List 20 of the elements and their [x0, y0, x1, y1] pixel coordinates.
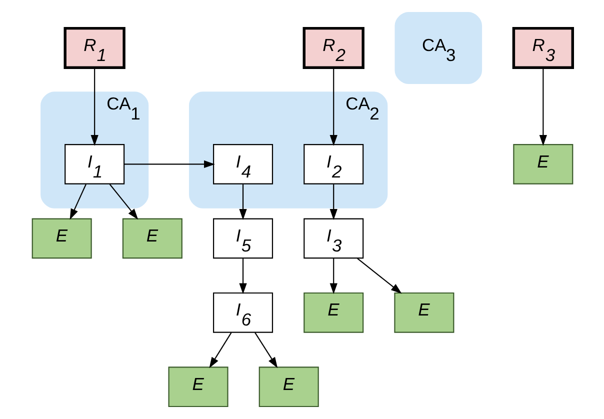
node-box: E: [394, 292, 454, 333]
arrow: [238, 184, 246, 220]
arrow: [538, 68, 546, 146]
node-box: E: [122, 218, 182, 259]
arrow: [124, 160, 214, 168]
arrow: [329, 184, 337, 220]
arrow: [208, 332, 232, 368]
arrow: [329, 68, 337, 146]
node-box: E: [512, 144, 573, 184]
arrow: [69, 184, 86, 220]
node-box: E: [168, 366, 228, 408]
node-box: E: [31, 218, 92, 259]
arrow: [238, 258, 246, 294]
arrow: [356, 258, 402, 294]
arrow: [90, 68, 98, 146]
node-box: E: [258, 366, 318, 408]
arrow: [329, 258, 337, 294]
arrow: [254, 332, 278, 368]
node-box: E: [303, 292, 364, 333]
arrow: [108, 184, 138, 220]
